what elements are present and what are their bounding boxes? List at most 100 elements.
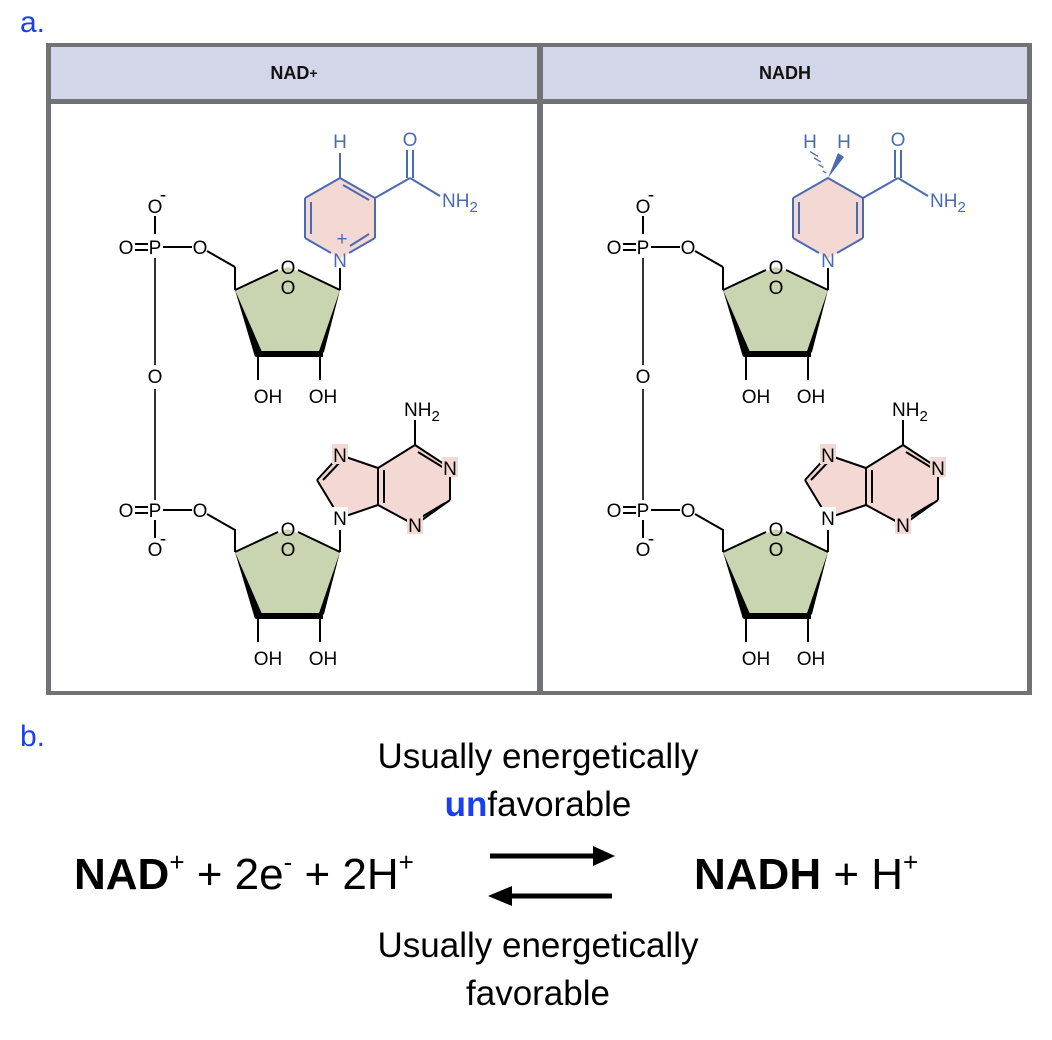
bond [694,513,724,531]
nicotinamide-ribose-ring [723,267,828,355]
double-bond [907,502,934,519]
bond [234,269,279,291]
forward-condition-line1: Usually energetically [377,737,699,776]
bond [836,237,864,254]
equation-products: NADH + H+ [694,847,919,900]
oxygen-atom: O [607,501,622,522]
double-bond [419,502,446,519]
reverse-reaction-condition: Usually energetically favorable [288,922,788,1018]
ring-oxygen: O [769,258,784,279]
nitrogen-atom: N [333,446,347,467]
header-nadh-text: NADH [759,62,811,83]
nitrogen-atom: N [821,509,835,530]
hydrogen-atom: H [803,132,817,153]
nitrogen-atom: N [408,516,422,537]
bond [339,177,376,199]
hydroxyl-group: OH [309,387,338,408]
wedge-bond [317,552,340,619]
bond [785,531,829,553]
label-bg [895,514,911,534]
hydroxyl-group: OH [742,387,771,408]
un-prefix-highlight: un [444,785,488,824]
bridge-oxygen: O [636,367,651,388]
product-proton-charge: + [903,847,919,877]
ring-oxygen: O [281,540,296,561]
phosphorus-atom: P [637,238,650,259]
adenosine-ribose-ring [235,529,340,617]
wedge-bond [235,552,262,619]
double-bond [349,233,370,247]
ring-oxygen: O [769,520,784,541]
phosphorus-atom: P [149,238,162,259]
equation-reactants: NAD+ + 2e- + 2H+ [74,847,414,900]
bond [792,177,829,199]
hydroxyl-group: OH [309,649,338,670]
hash-bond [826,176,830,180]
reactant-protons: + 2H [292,850,399,899]
panel-label-a: a. [20,6,46,39]
wedge-bond [805,290,828,357]
oxygen-atom: O [681,238,696,259]
label-bg [930,457,946,477]
ring-oxygen: O [281,278,296,299]
forward-reaction-condition: Usually energetically unfavorable [288,733,788,829]
bond [785,269,829,291]
nitrogen-atom: N [443,459,457,480]
left-arrow-icon [488,886,612,906]
nitrogen-atom: N [333,251,347,272]
forward-condition-line2: unfavorable [288,781,788,829]
wedge-bond [805,552,828,619]
positive-charge: + [336,229,347,250]
oxygen-atom: O [636,197,651,218]
bond [297,269,341,291]
header-nad-plus: NAD+ [51,47,537,99]
carbonyl-oxygen: O [891,130,906,151]
double-bond [342,184,370,201]
bond [827,177,864,199]
amino-group: NH2 [892,400,928,425]
ring-oxygen: O [281,258,296,279]
right-arrow-icon [490,846,615,866]
oxygen-atom: O [607,238,622,259]
label-bg [407,514,423,534]
nicotinamide-ring [305,178,375,258]
oxygen-atom: O [119,501,134,522]
nitrogen-atom: N [333,509,347,530]
oxygen-atom: O [193,501,208,522]
negative-charge: - [648,185,654,206]
nitrogen-atom: N [896,516,910,537]
oxygen-atom: O [681,501,696,522]
bond [377,444,416,469]
phosphorus-atom: P [149,501,162,522]
double-bond [417,451,445,469]
reactant-nad: NAD [74,850,170,899]
ring-oxygen: O [281,520,296,541]
label-bg [820,507,836,527]
header-nad-plus-charge: + [309,65,318,81]
bond [304,237,332,254]
label-bg [820,444,836,464]
bond [297,531,341,553]
double-bond [905,451,933,469]
bond [304,177,341,199]
reverse-condition-line2: favorable [466,974,610,1013]
label-bg [332,444,348,464]
wedge-bond [235,290,262,357]
bond [374,177,411,199]
product-proton: + H [821,850,904,899]
bond [348,237,376,254]
label-bg [332,507,348,527]
hydroxyl-group: OH [254,649,283,670]
reverse-condition-line1: Usually energetically [377,926,699,965]
carbonyl-oxygen: O [403,130,418,151]
bond [792,237,820,254]
oxygen-atom: O [193,238,208,259]
wedge-bond [828,153,844,178]
bond [409,177,441,197]
negative-charge: - [648,529,654,550]
wedge-bond [723,552,750,619]
negative-charge: - [160,529,166,550]
bridge-oxygen: O [148,367,163,388]
negative-charge: - [160,185,166,206]
reactant-nad-charge: + [169,847,185,877]
